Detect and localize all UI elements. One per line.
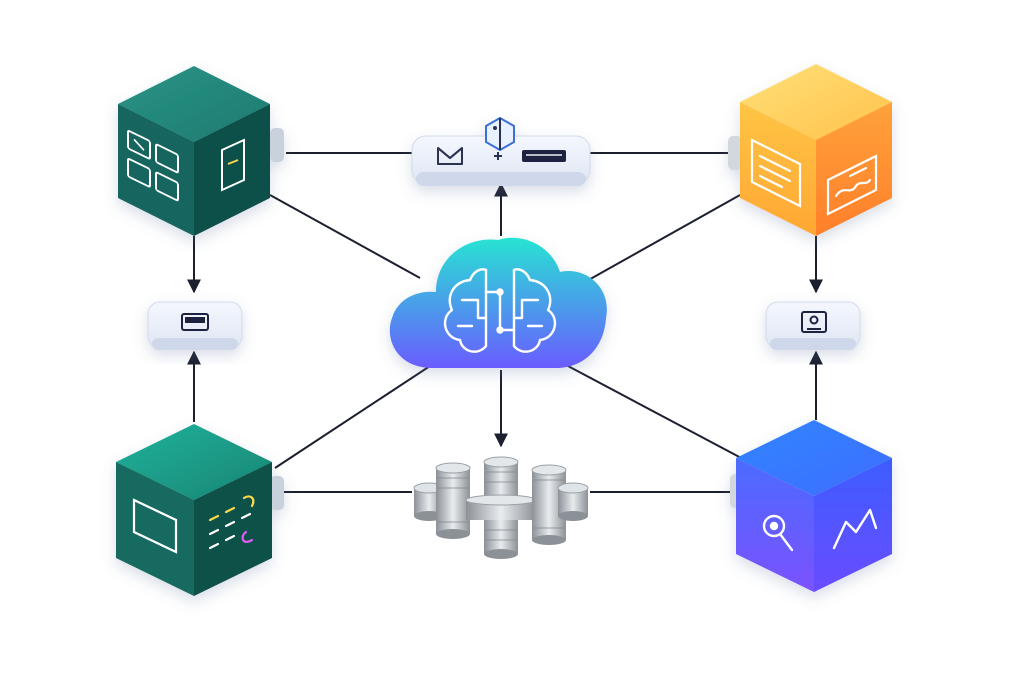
cube-left-face xyxy=(116,462,194,596)
id-badge-icon xyxy=(801,311,827,333)
database-cylinders-icon xyxy=(413,456,589,559)
edge-topleft-to-cloud xyxy=(269,194,421,279)
card-reader-icon xyxy=(181,313,209,331)
cube-connector-tab xyxy=(728,136,742,170)
database-cluster[interactable] xyxy=(413,456,589,559)
edge-bottomleft-to-cloud xyxy=(274,365,431,469)
document-signature-icon xyxy=(750,138,878,216)
cube-top-left[interactable] xyxy=(118,66,284,236)
cube-right-face xyxy=(194,104,270,236)
pill-top-center[interactable] xyxy=(411,117,591,186)
cube-right-face xyxy=(194,462,272,596)
cube-bottom-right[interactable] xyxy=(730,420,892,592)
edge-topright-to-cloud xyxy=(584,194,741,283)
cloud-shape xyxy=(389,237,607,368)
cube-left-face xyxy=(118,104,194,236)
pill-right[interactable] xyxy=(765,301,861,350)
cube-top-right[interactable] xyxy=(728,64,892,236)
code-terminal-icon xyxy=(132,495,255,554)
connectors xyxy=(187,152,823,493)
pill-left[interactable] xyxy=(147,301,243,350)
pill-underside xyxy=(770,338,856,350)
mail-card-icon xyxy=(437,147,463,165)
cube-right-face xyxy=(816,102,892,236)
cube-left-face xyxy=(740,102,816,236)
edge-bottomright-to-cloud xyxy=(567,365,746,461)
pill-underside xyxy=(416,172,586,186)
dashboard-icon xyxy=(127,130,245,202)
robot-key-icon xyxy=(485,117,515,160)
cube-right-face xyxy=(814,458,892,592)
cube-bottom-left[interactable] xyxy=(116,424,284,596)
cube-connector-tab xyxy=(270,476,284,510)
brain-circuit-icon xyxy=(443,268,557,353)
cube-connector-tab xyxy=(270,128,284,162)
analytics-icon xyxy=(762,508,878,552)
cloud-hub[interactable] xyxy=(389,237,607,368)
pill-underside xyxy=(152,338,238,350)
